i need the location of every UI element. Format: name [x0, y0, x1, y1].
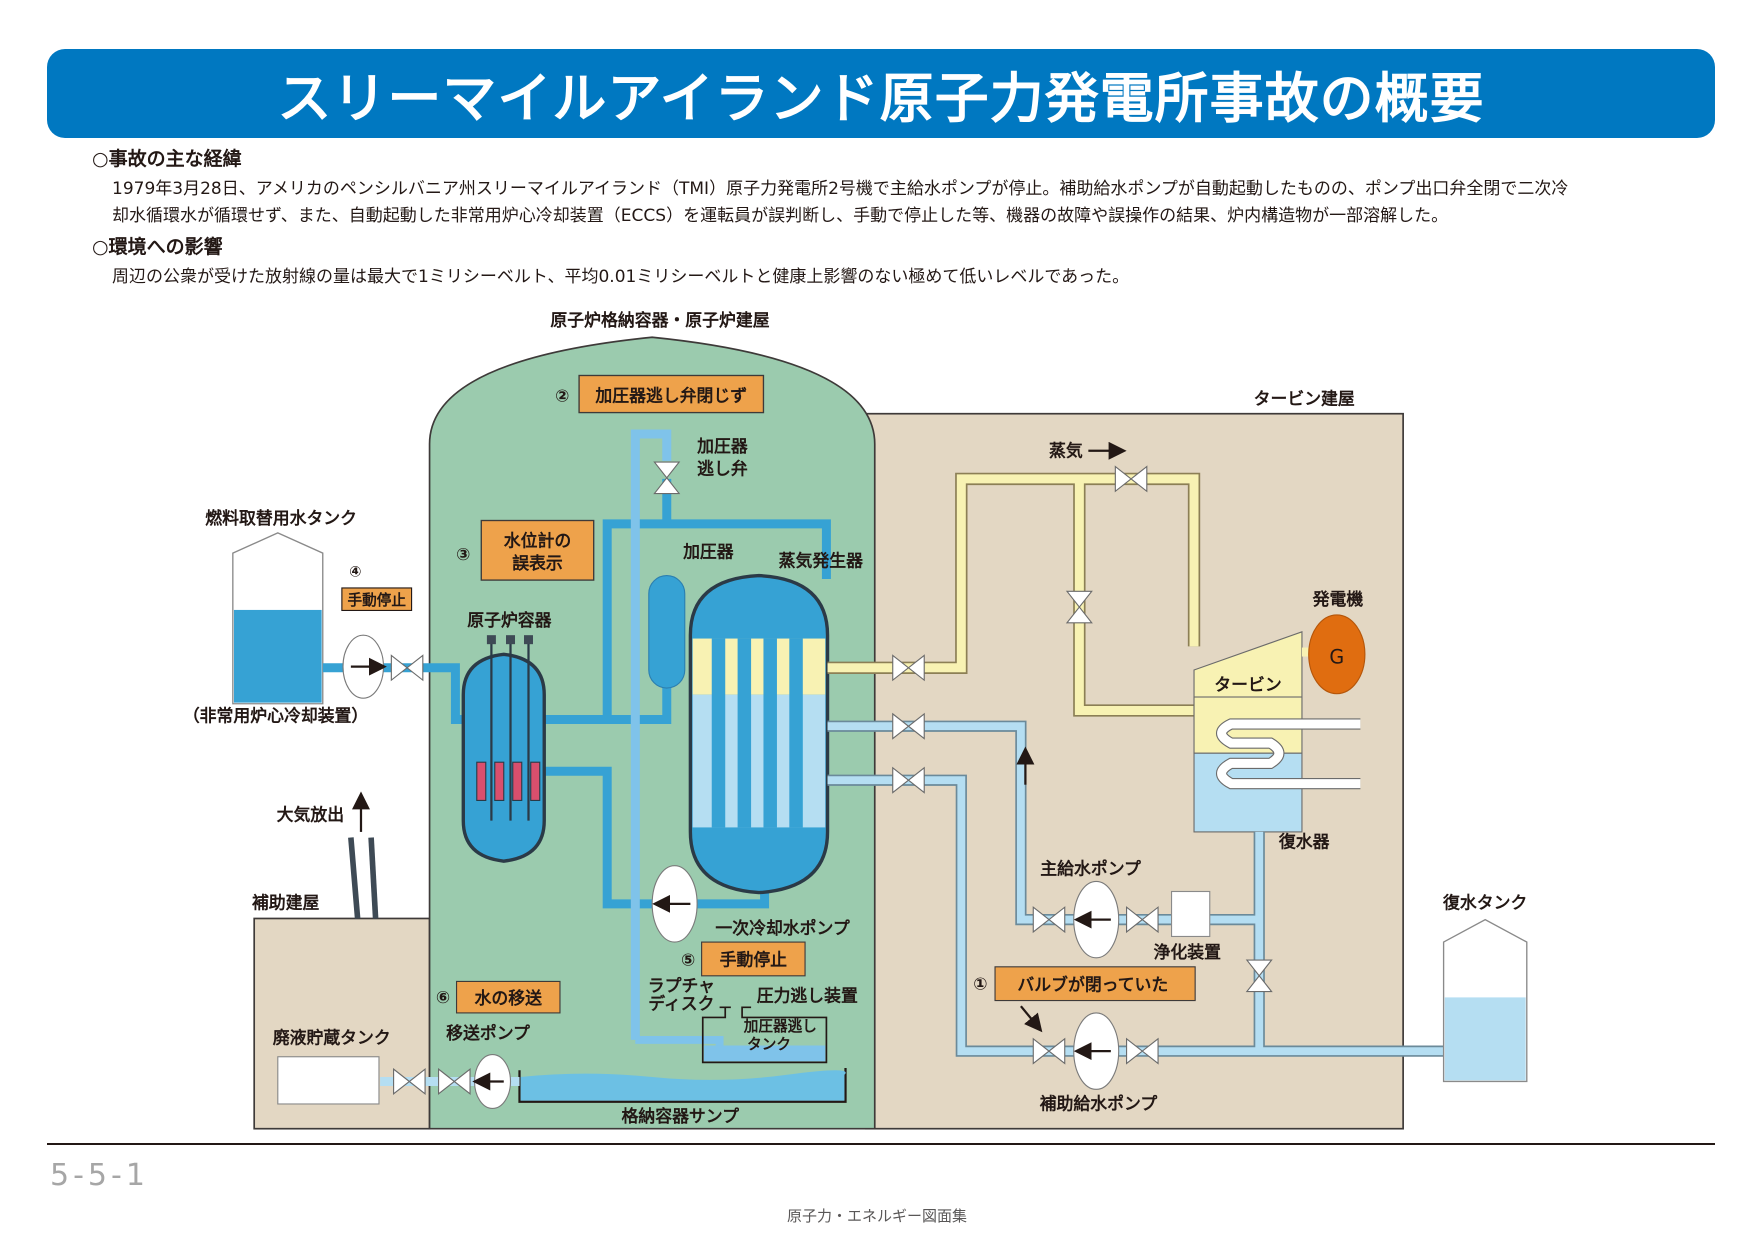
- main-feed-pump-label: 主給水ポンプ: [1040, 859, 1141, 879]
- callout-3-box: [480, 519, 595, 581]
- primary-loop-pipes: [544, 478, 831, 909]
- environment-line: 周辺の公衆が受けた放射線の量は最大で1ミリシーベルト、平均0.01ミリシーベルト…: [112, 267, 1130, 287]
- callout-1-number: ①: [973, 973, 987, 993]
- waste-tank-label: 廃液貯蔵タンク: [273, 1027, 391, 1047]
- callout-1-text: バルブが閉っていた: [1017, 974, 1168, 994]
- page-number: 5-5-1: [50, 1158, 149, 1193]
- fuel-tank-water: [233, 609, 322, 703]
- steam-generator-label: 蒸気発生器: [779, 551, 864, 571]
- callout-3-number: ③: [456, 544, 470, 564]
- relief-valve-label-1: 加圧器: [696, 436, 749, 456]
- relief-valve-label-2: 逃し弁: [697, 458, 748, 478]
- aux-feed-pump-label: 補助給水ポンプ: [1039, 1094, 1158, 1114]
- pressure-relief-label: 圧力逃し装置: [757, 986, 858, 1006]
- steam-generator: [688, 573, 830, 895]
- callout-5-box: [701, 941, 806, 977]
- containment-building-label: 原子炉格納容器・原子炉建屋: [550, 310, 769, 330]
- summary-block: ○事故の主な経緯 1979年3月28日、アメリカのペンシルバニア州スリーマイルア…: [92, 150, 1712, 299]
- transfer-pump-label: 移送ポンプ: [446, 1023, 530, 1043]
- footer-caption: 原子力・エネルギー図面集: [786, 1207, 967, 1225]
- callout-6-text: 水の移送: [475, 988, 543, 1008]
- pressurizer-label: 加圧器: [682, 542, 735, 562]
- section-body-environment: 周辺の公衆が受けた放射線の量は最大で1ミリシーベルト、平均0.01ミリシーベルト…: [92, 264, 1712, 291]
- callout-1-pointer: [1020, 1005, 1043, 1033]
- callout-6-number: ⑥: [436, 987, 450, 1007]
- fuel-water-tank: [232, 532, 324, 705]
- callout-2-box: [578, 374, 765, 414]
- callout-3-text-1: 水位計の: [504, 530, 571, 550]
- sump-water: [520, 1070, 846, 1101]
- callout-1-box: [994, 966, 1196, 1002]
- section-heading-environment: ○環境への影響: [92, 236, 223, 258]
- page-title: スリーマイルアイランド原子力発電所事故の概要: [277, 67, 1485, 130]
- turbine-building: [864, 412, 1404, 1130]
- condensate-tank-label: 復水タンク: [1442, 892, 1527, 912]
- purifier: [1170, 890, 1211, 938]
- accident-line: 1979年3月28日、アメリカのペンシルバニア州スリーマイルアイランド（TMI）…: [112, 179, 1569, 199]
- waste-storage-tank: [277, 1056, 380, 1105]
- callout-4-number: ④: [349, 564, 361, 581]
- section-body-accident: 1979年3月28日、アメリカのペンシルバニア州スリーマイルアイランド（TMI）…: [92, 176, 1712, 230]
- section-heading-accident: ○事故の主な経緯: [92, 148, 242, 170]
- callout-5-text: 手動停止: [720, 950, 788, 970]
- pressurizer: [648, 575, 686, 689]
- callout-5-number: ⑤: [681, 950, 695, 970]
- sump-label: 格納容器サンプ: [622, 1106, 740, 1126]
- accident-line: 却水循環水が循環せず、また、自動起動した非常用炉心冷却装置（ECCS）を運転員が…: [112, 206, 1449, 226]
- callout-2-text: 加圧器逃し弁閉じず: [594, 385, 747, 405]
- reactor-vessel-label: 原子炉容器: [467, 610, 552, 630]
- reactor-vessel: [461, 635, 546, 863]
- relief-tank-water: [703, 1045, 826, 1062]
- rupture-disk-label-2: ディスク: [648, 994, 714, 1014]
- fuel-rods: [476, 761, 541, 801]
- footer-divider: [47, 1143, 1715, 1145]
- atmosphere-release-label: 大気放出: [277, 805, 344, 825]
- turbine-label: タービン: [1214, 674, 1281, 694]
- title-banner: スリーマイルアイランド原子力発電所事故の概要: [47, 49, 1715, 138]
- exhaust-stack: [348, 837, 379, 919]
- callout-3-text-2: 誤表示: [512, 553, 563, 573]
- fuel-water-tank-label: 燃料取替用水タンク: [205, 508, 357, 528]
- purifier-label: 浄化装置: [1154, 942, 1222, 962]
- callout-6-box: [455, 980, 561, 1014]
- callout-2-number: ②: [555, 385, 569, 405]
- condensate-tank-water: [1444, 997, 1526, 1081]
- relief-tank-label-1: 加圧器逃し: [743, 1017, 817, 1035]
- generator-label: 発電機: [1312, 589, 1364, 609]
- eccs-label: （非常用炉心冷却装置）: [183, 706, 368, 726]
- rupture-disk-label-1: ラプチャ: [648, 976, 715, 996]
- relief-tank-label-2: タンク: [747, 1036, 791, 1053]
- condensate-tank: [1442, 918, 1528, 1083]
- generator-symbol: G: [1329, 645, 1344, 668]
- callout-4-box: [341, 587, 413, 612]
- callout-4-text: 手動停止: [348, 591, 407, 609]
- cooling-coil: [1217, 719, 1361, 789]
- relief-line: [630, 429, 672, 1040]
- generator: [1308, 614, 1366, 695]
- primary-pump-label: 一次冷却水ポンプ: [715, 918, 850, 938]
- condenser-label: 復水器: [1278, 832, 1331, 852]
- auxiliary-building-label: 補助建屋: [251, 892, 320, 912]
- steam-label: 蒸気: [1049, 440, 1083, 460]
- relief-tank: [701, 1006, 828, 1064]
- eccs-valve: [390, 654, 424, 681]
- turbine-building-label: タービン建屋: [1254, 389, 1355, 409]
